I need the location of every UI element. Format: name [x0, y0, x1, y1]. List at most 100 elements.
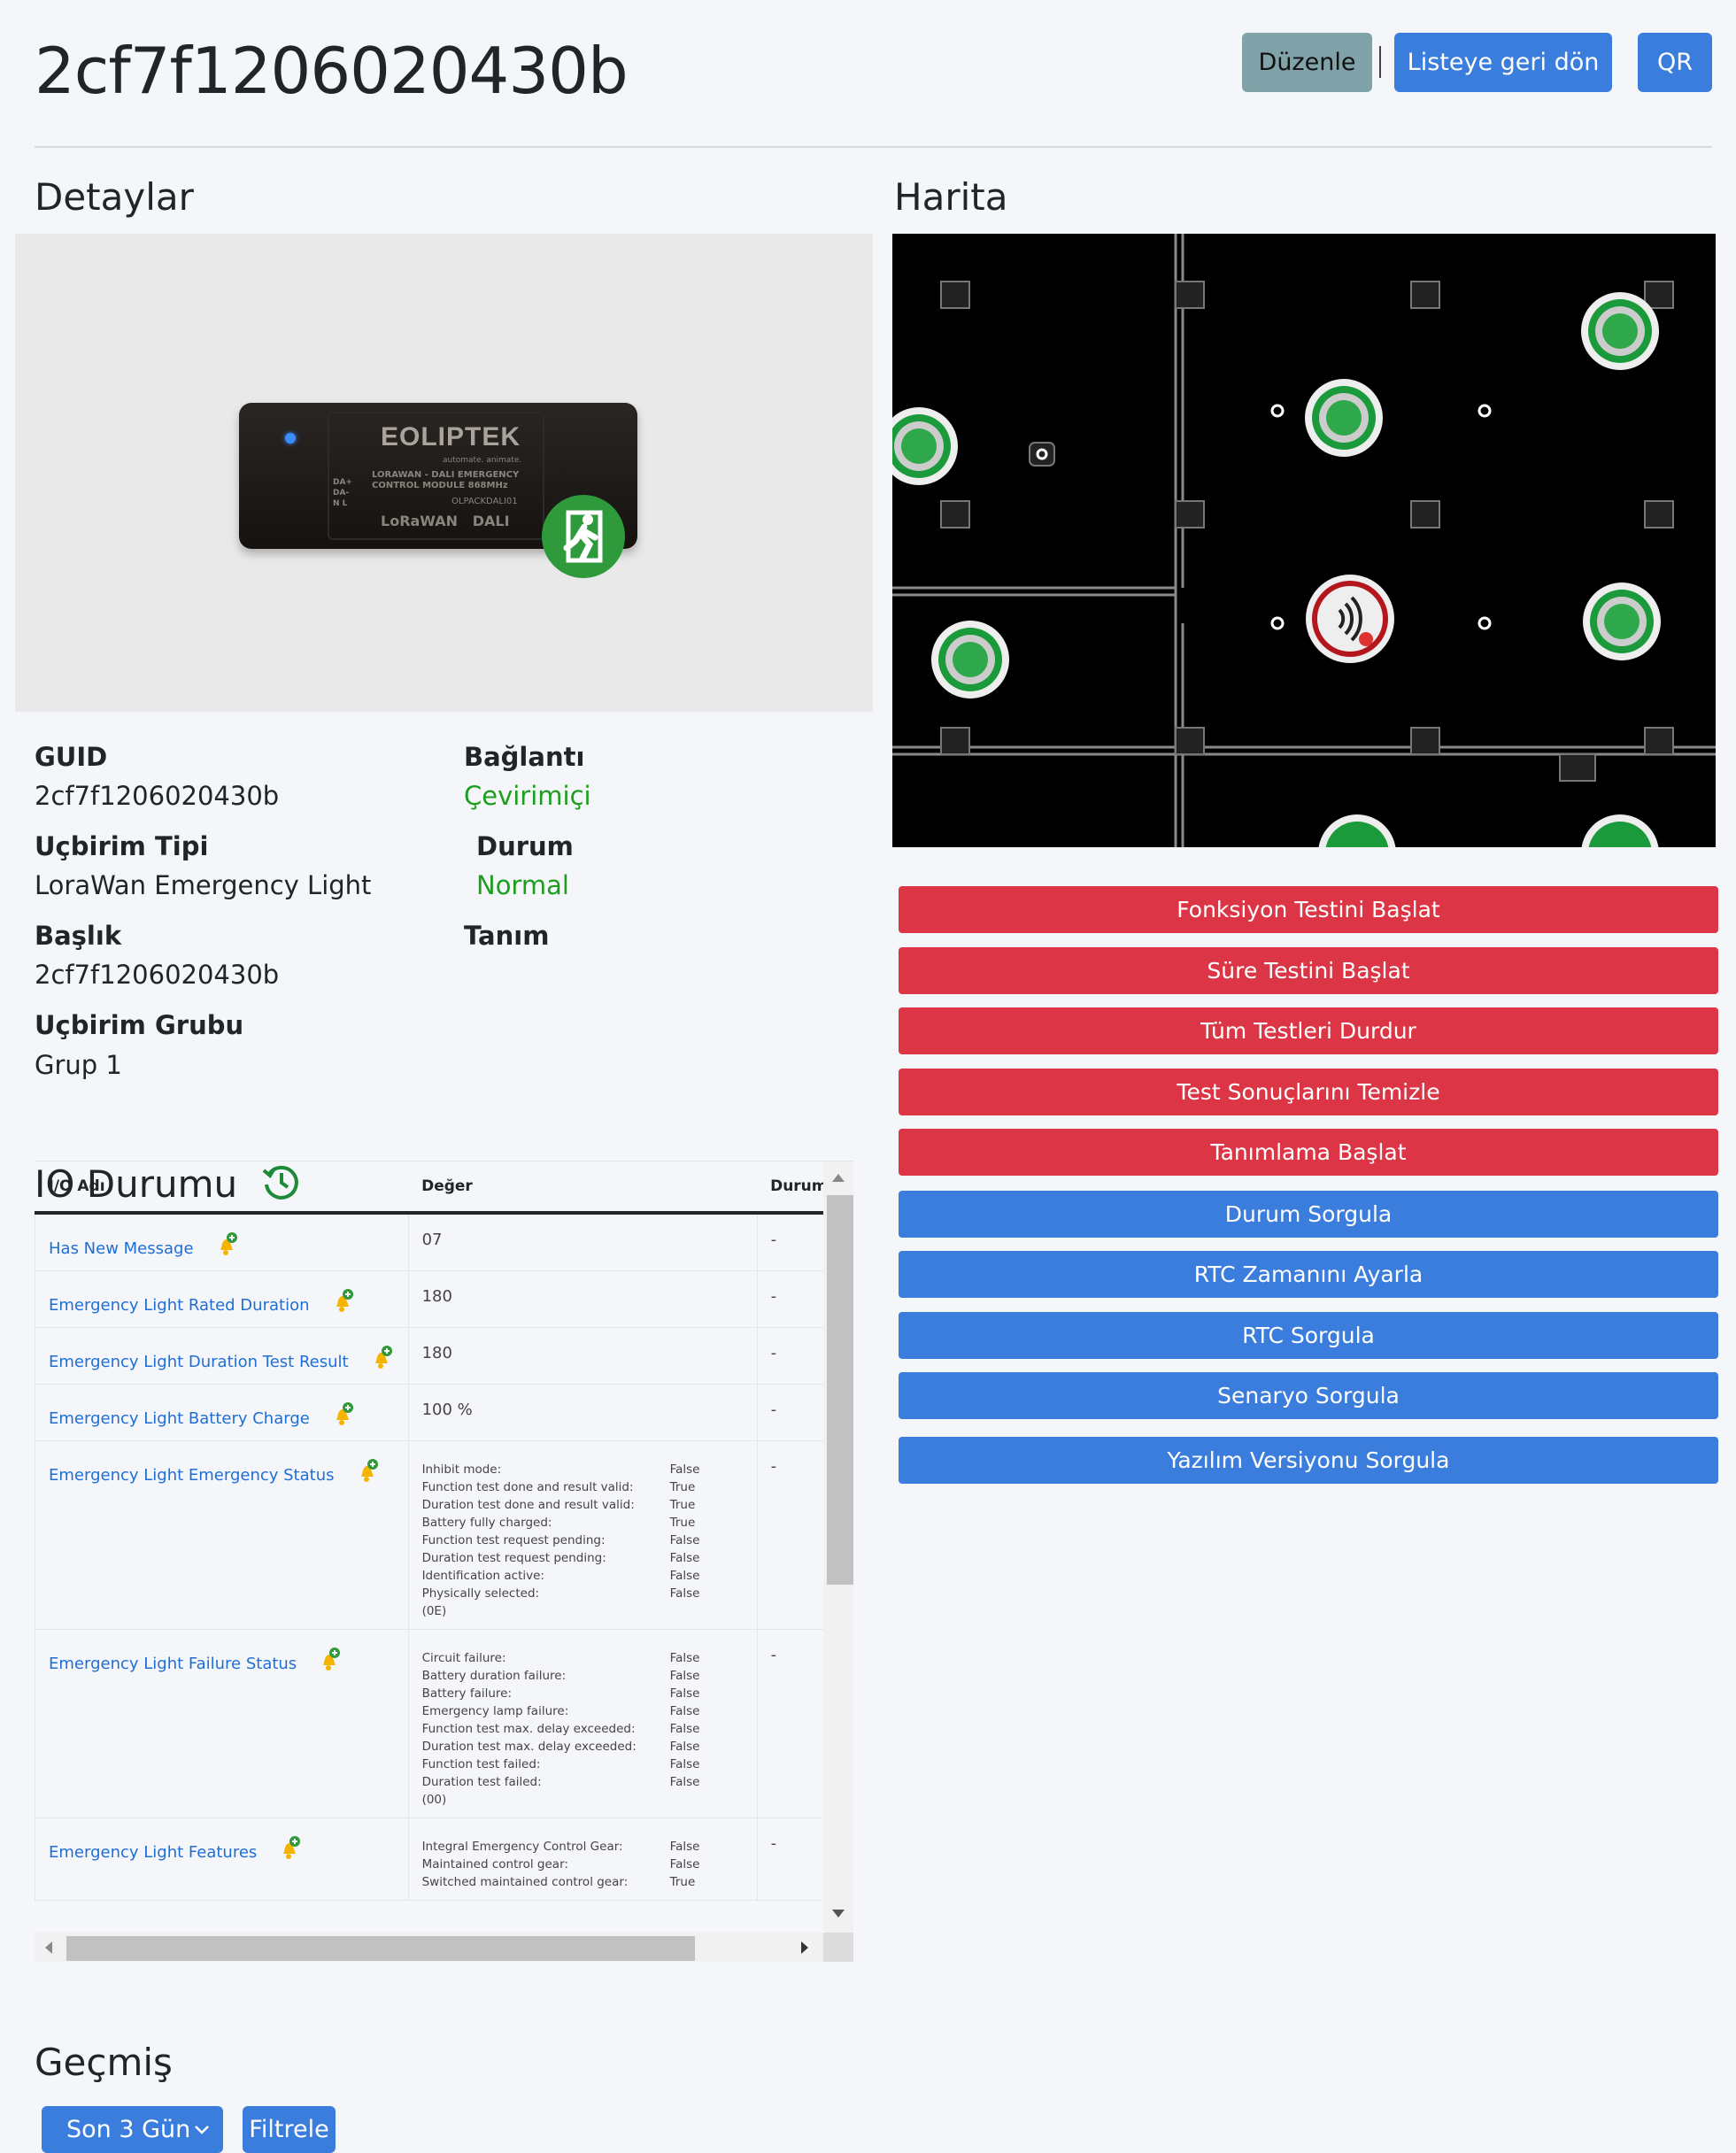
edit-button[interactable]: Düzenle: [1242, 33, 1372, 92]
add-alarm-icon[interactable]: [354, 1457, 381, 1488]
io-name-link[interactable]: Emergency Light Duration Test Result: [49, 1353, 349, 1371]
io-table-container: I/O Adı Değer Durum Za Has New Message07…: [35, 1161, 853, 1962]
add-alarm-icon[interactable]: [329, 1287, 356, 1318]
column-header-status[interactable]: Durum: [757, 1161, 823, 1215]
caption-value: 2cf7f1206020430b: [35, 960, 280, 990]
action-button[interactable]: Tanımlama Başlat: [899, 1129, 1718, 1176]
floor-map[interactable]: [892, 234, 1716, 847]
action-button[interactable]: RTC Zamanını Ayarla: [899, 1251, 1718, 1298]
detail-line: Battery duration failure:False: [422, 1667, 744, 1685]
detail-key: Physically selected:: [421, 1586, 540, 1601]
action-button[interactable]: Test Sonuçlarını Temizle: [899, 1069, 1718, 1115]
io-status: -: [756, 1270, 823, 1328]
group-label: Uçbirim Grubu: [35, 1010, 244, 1040]
detail-value: False: [669, 1857, 700, 1871]
detail-value: False: [669, 1740, 700, 1754]
vertical-scrollbar[interactable]: [823, 1161, 853, 1933]
detail-value: False: [669, 1840, 700, 1854]
detail-key: Function test request pending:: [421, 1533, 606, 1547]
connection-label: Bağlantı: [464, 742, 585, 772]
detail-value: True: [669, 1498, 696, 1512]
history-heading: Geçmiş: [35, 2041, 173, 2084]
detail-line: Function test failed:False: [422, 1756, 744, 1773]
io-status: -: [756, 1629, 823, 1818]
emergency-light-marker: [892, 292, 1661, 847]
group-value: Grup 1: [35, 1050, 122, 1080]
io-name-link[interactable]: Emergency Light Emergency Status: [49, 1466, 335, 1485]
detail-key: Function test max. delay exceeded:: [421, 1722, 636, 1736]
action-button[interactable]: Senaryo Sorgula: [899, 1372, 1718, 1419]
action-button[interactable]: Durum Sorgula: [899, 1191, 1718, 1238]
column-header-name[interactable]: I/O Adı: [35, 1161, 409, 1215]
detail-key: Function test done and result valid:: [421, 1480, 634, 1494]
vertical-scroll-thumb[interactable]: [827, 1195, 853, 1585]
add-alarm-icon[interactable]: [368, 1344, 395, 1375]
detail-line: Function test done and result valid: True: [422, 1478, 744, 1496]
add-alarm-icon[interactable]: [276, 1834, 303, 1865]
detail-value: False: [669, 1704, 700, 1718]
caption-label: Başlık: [35, 921, 122, 951]
status-label: Durum: [476, 831, 574, 861]
io-status: -: [756, 1384, 823, 1441]
detail-value: False: [669, 1586, 700, 1601]
io-status: -: [756, 1212, 823, 1271]
detail-line: Duration test max. delay exceeded:False: [422, 1738, 744, 1756]
io-name-link[interactable]: Emergency Light Rated Duration: [49, 1296, 310, 1315]
io-name-link[interactable]: Emergency Light Failure Status: [49, 1655, 297, 1673]
detail-line: Emergency lamp failure: False: [422, 1702, 744, 1720]
column-header-value[interactable]: Değer: [408, 1161, 758, 1215]
add-alarm-icon[interactable]: [213, 1231, 240, 1262]
qr-button[interactable]: QR: [1638, 33, 1712, 92]
detail-line: Maintained control gear:False: [422, 1856, 744, 1873]
detail-line: Switched maintained control gear:True: [422, 1873, 744, 1891]
detail-value: True: [669, 1516, 696, 1530]
io-value: 07: [421, 1231, 443, 1249]
detail-value: False: [669, 1775, 700, 1789]
horizontal-scroll-thumb[interactable]: [66, 1936, 695, 1961]
details-heading: Detaylar: [35, 175, 194, 219]
connection-value: Çevirimiçi: [464, 781, 591, 811]
device-bus: LoRaWAN DALI: [381, 513, 510, 529]
action-button[interactable]: Fonksiyon Testini Başlat: [899, 886, 1718, 933]
back-to-list-button[interactable]: Listeye geri dön: [1394, 33, 1612, 92]
date-range-dropdown[interactable]: Son 3 Gün: [42, 2106, 223, 2153]
add-alarm-icon[interactable]: [316, 1646, 343, 1677]
device-tagline: automate. animate.: [443, 456, 522, 465]
detail-key: Duration test done and result valid:: [421, 1498, 635, 1512]
action-button[interactable]: Süre Testini Başlat: [899, 947, 1718, 994]
io-name-link[interactable]: Has New Message: [49, 1239, 194, 1258]
detail-key: Emergency lamp failure:: [421, 1704, 569, 1718]
divider: [35, 146, 1712, 148]
detail-value: False: [669, 1569, 700, 1583]
io-name-link[interactable]: Emergency Light Features: [49, 1843, 258, 1862]
action-button[interactable]: Tüm Testleri Durdur: [899, 1007, 1718, 1054]
add-alarm-icon[interactable]: [329, 1401, 356, 1431]
detail-key: Duration test failed:: [421, 1775, 542, 1789]
detail-line: Duration test done and result valid: True: [422, 1496, 744, 1514]
device-pins: DA+ DA- N L: [333, 478, 352, 508]
action-button[interactable]: Yazılım Versiyonu Sorgula: [899, 1437, 1718, 1484]
table-row: Emergency Light Features Integral Emergen…: [35, 1817, 823, 1901]
detail-value: True: [669, 1480, 696, 1494]
horizontal-scrollbar[interactable]: [35, 1933, 823, 1962]
io-name-link[interactable]: Emergency Light Battery Charge: [49, 1409, 310, 1428]
action-button[interactable]: RTC Sorgula: [899, 1312, 1718, 1359]
detail-line: Integral Emergency Control Gear: False: [422, 1838, 744, 1856]
io-value: 100 %: [421, 1401, 473, 1419]
detail-key: Integral Emergency Control Gear:: [421, 1840, 623, 1854]
type-value: LoraWan Emergency Light: [35, 870, 372, 900]
detail-value: False: [669, 1757, 700, 1771]
filter-button[interactable]: Filtrele: [243, 2106, 336, 2153]
detail-code: (0E): [421, 1604, 447, 1618]
detail-line: Battery fully charged:True: [422, 1514, 744, 1532]
detail-key: Battery failure:: [421, 1686, 513, 1701]
chevron-down-icon: [193, 2117, 211, 2144]
detail-value: False: [669, 1462, 700, 1477]
detail-key: Duration test request pending:: [421, 1551, 606, 1565]
detail-key: Switched maintained control gear:: [421, 1875, 629, 1889]
device-logo: EOLIPTEK: [381, 422, 521, 451]
